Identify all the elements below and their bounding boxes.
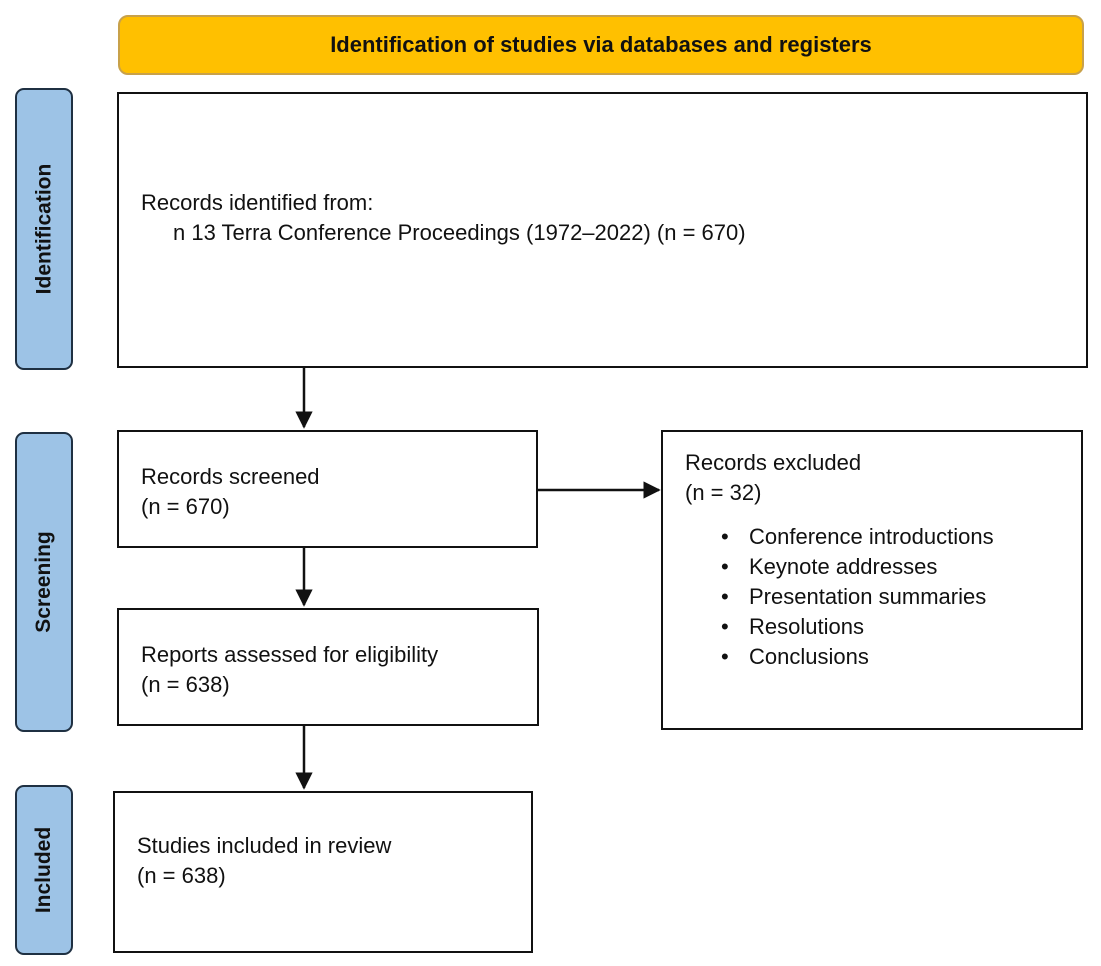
records-identified-source: n 13 Terra Conference Proceedings (1972–…: [173, 220, 746, 245]
header-banner: Identification of studies via databases …: [118, 15, 1084, 75]
list-item: Resolutions: [685, 612, 1081, 642]
list-item: Keynote addresses: [685, 552, 1081, 582]
header-title: Identification of studies via databases …: [330, 32, 872, 57]
studies-included-label: Studies included in review: [137, 833, 392, 858]
records-screened-box: Records screened (n = 670): [117, 430, 538, 548]
records-excluded-box: Records excluded (n = 32) Conference int…: [661, 430, 1083, 730]
phase-identification: Identification: [15, 88, 73, 370]
eligibility-count: (n = 638): [141, 672, 230, 697]
exclusion-reasons-list: Conference introductions Keynote address…: [685, 522, 1081, 672]
eligibility-label: Reports assessed for eligibility: [141, 642, 439, 667]
phase-included: Included: [15, 785, 73, 955]
eligibility-box: Reports assessed for eligibility (n = 63…: [117, 608, 539, 726]
list-item: Presentation summaries: [685, 582, 1081, 612]
studies-included-count: (n = 638): [137, 863, 226, 888]
records-excluded-label: Records excluded: [685, 450, 862, 475]
phase-screening: Screening: [15, 432, 73, 732]
list-item: Conclusions: [685, 642, 1081, 672]
list-item: Conference introductions: [685, 522, 1081, 552]
records-excluded-count: (n = 32): [685, 480, 762, 505]
studies-included-box: Studies included in review (n = 638): [113, 791, 533, 953]
records-identified-box: Records identified from: n 13 Terra Conf…: [117, 92, 1088, 368]
records-screened-label: Records screened: [141, 464, 320, 489]
records-identified-heading: Records identified from:: [141, 190, 374, 215]
records-screened-count: (n = 670): [141, 494, 230, 519]
